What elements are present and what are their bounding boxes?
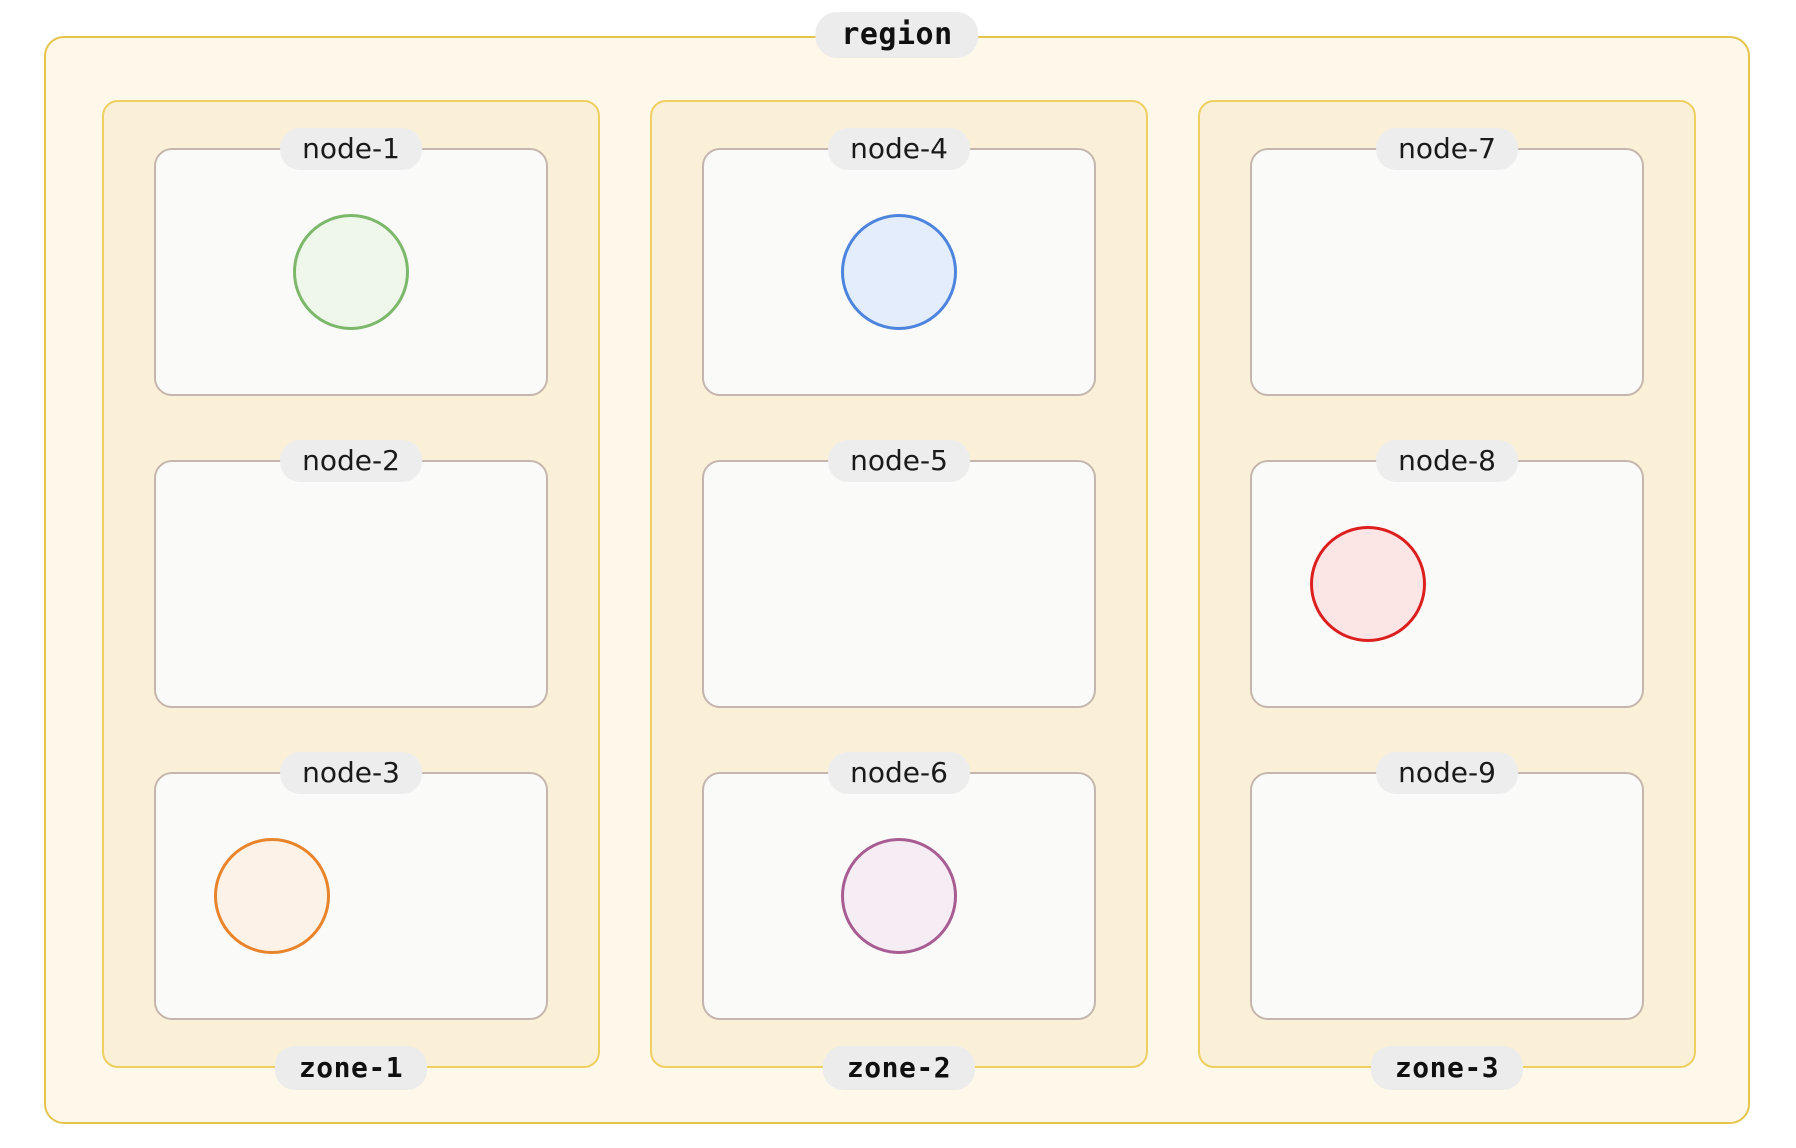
node-label-3: node-3 [280,752,422,794]
node-container-2[interactable]: node-2 [154,440,548,708]
node-label-6: node-6 [828,752,970,794]
status-circle-blue [841,214,957,330]
status-circle-orange [214,838,330,954]
node-container-9[interactable]: node-9 [1250,752,1644,1020]
node-container-3[interactable]: node-3 [154,752,548,1020]
node-label-9: node-9 [1376,752,1518,794]
status-circle-purple [841,838,957,954]
zone-row: node-1 node-2 node-3 zone-1 node-4 [102,100,1696,1090]
zone-container-3[interactable]: node-7 node-8 node-9 zone-3 [1198,100,1696,1090]
zone-container-1[interactable]: node-1 node-2 node-3 zone-1 [102,100,600,1090]
region-container[interactable]: region node-1 node-2 node-3 zone-1 [44,12,1750,1124]
node-container-6[interactable]: node-6 [702,752,1096,1020]
zone-label-2: zone-2 [822,1046,976,1090]
zone-label-3: zone-3 [1370,1046,1524,1090]
node-container-1[interactable]: node-1 [154,128,548,396]
status-circle-green [293,214,409,330]
node-container-5[interactable]: node-5 [702,440,1096,708]
node-container-8[interactable]: node-8 [1250,440,1644,708]
zone-container-2[interactable]: node-4 node-5 node-6 zone-2 [650,100,1148,1090]
node-container-7[interactable]: node-7 [1250,128,1644,396]
node-label-8: node-8 [1376,440,1518,482]
zone-label-1: zone-1 [274,1046,428,1090]
node-label-2: node-2 [280,440,422,482]
node-label-1: node-1 [280,128,422,170]
node-label-5: node-5 [828,440,970,482]
region-label: region [815,12,979,58]
node-label-4: node-4 [828,128,970,170]
node-container-4[interactable]: node-4 [702,128,1096,396]
status-circle-red [1310,526,1426,642]
node-label-7: node-7 [1376,128,1518,170]
